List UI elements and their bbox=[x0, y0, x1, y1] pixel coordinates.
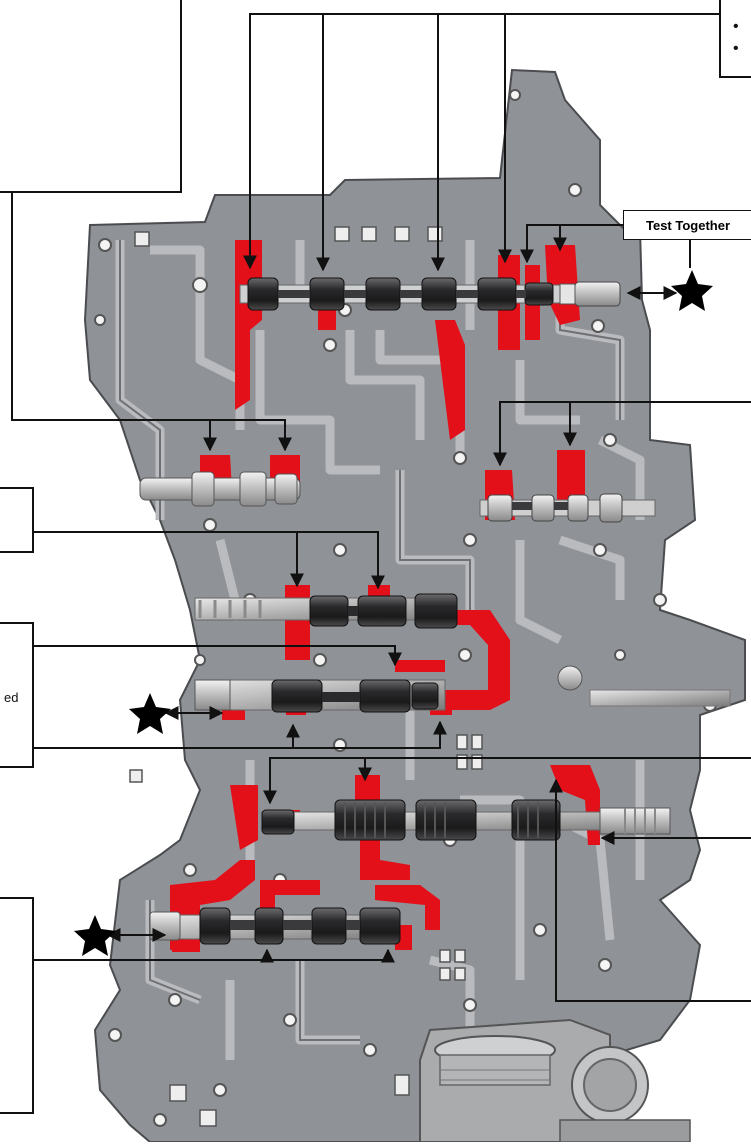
test-together-label: Test Together bbox=[623, 210, 751, 240]
partial-label: ed bbox=[4, 690, 19, 705]
bullet-2: • bbox=[733, 40, 739, 57]
callout-box-top-right: • • bbox=[719, 0, 751, 78]
callout-box-row4: ed bbox=[0, 622, 34, 768]
callout-box-row6 bbox=[0, 897, 34, 1114]
callout-box-row3 bbox=[0, 487, 34, 553]
bullet-1: • bbox=[733, 18, 739, 35]
valve-spools bbox=[139, 277, 731, 945]
star-icon bbox=[671, 270, 713, 311]
callout-box-top-left bbox=[0, 0, 182, 193]
star-icon bbox=[129, 693, 171, 734]
star-icon bbox=[74, 915, 116, 956]
